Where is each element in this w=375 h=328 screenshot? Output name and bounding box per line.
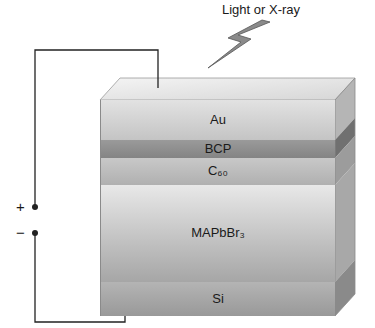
terminal-dot (32, 230, 38, 236)
minus-sign: − (16, 225, 25, 242)
c60-layer: C₆₀ (100, 158, 335, 185)
layer-name: BCP (205, 142, 232, 156)
side-outline (335, 78, 355, 316)
layer-name: MAPbBr₃ (191, 226, 245, 240)
perovskite-layer: MAPbBr₃ (100, 185, 335, 282)
light-label: Light or X-ray (222, 3, 300, 17)
layer-name: Si (212, 292, 224, 306)
layer-name: C₆₀ (208, 164, 228, 178)
terminal-dot (32, 204, 38, 210)
top-face (100, 78, 355, 100)
bcp-layer: BCP (100, 140, 335, 158)
side-si (335, 260, 355, 316)
lightning-bolt (208, 20, 270, 68)
layer-name: Au (210, 113, 226, 127)
gold-layer: Au (100, 100, 335, 140)
plus-sign: + (16, 199, 25, 216)
silicon-layer: Si (100, 282, 335, 316)
